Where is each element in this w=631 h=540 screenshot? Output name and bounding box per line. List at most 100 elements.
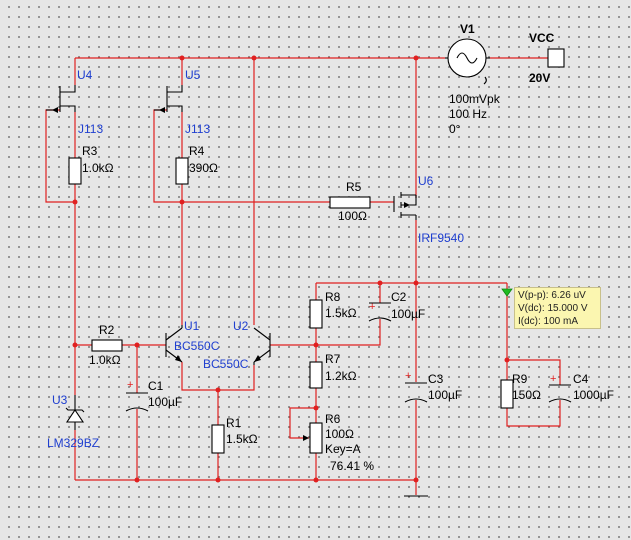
c2-value-label: 100µF [391, 307, 425, 321]
u6-part-label: IRF9540 [418, 231, 464, 245]
junction-dot [215, 477, 221, 483]
c3-value-label: 100µF [428, 388, 462, 402]
junction-dot [313, 477, 319, 483]
r3-ref-label: R3 [82, 144, 98, 158]
wire-r6-wiper [289, 407, 316, 439]
v1-frequency-label: 100 Hz [449, 107, 487, 121]
junction-dot [377, 280, 383, 286]
junction-dot [134, 477, 140, 483]
wires [45, 57, 561, 495]
c1-ref-label: C1 [148, 379, 164, 393]
r8-resistor[interactable]: R8 1.5kΩ [309, 290, 357, 329]
u4-ref-label: U4 [77, 68, 93, 82]
probe-readout: V(p-p): 6.26 uV V(dc): 15.000 V I(dc): 1… [514, 287, 601, 329]
r6-ref-label: R6 [325, 412, 341, 426]
junction-dot [179, 55, 185, 61]
u3-zener-diode[interactable]: U3 LM329BZ [47, 393, 99, 450]
c1-value-label: 100µF [148, 395, 182, 409]
r8-value-label: 1.5kΩ [325, 306, 357, 320]
r2-resistor[interactable]: R2 1.0kΩ [89, 323, 123, 367]
junction-dot [413, 477, 419, 483]
u2-ref-label: U2 [233, 319, 249, 333]
c2-capacitor[interactable]: + C2 100µF [368, 290, 425, 322]
r4-resistor[interactable]: R4 390Ω [175, 144, 218, 185]
c3-capacitor[interactable]: + C3 100µF [404, 370, 462, 403]
junction-dot [251, 55, 257, 61]
r7-resistor[interactable]: R7 1.2kΩ [309, 352, 357, 389]
r1-ref-label: R1 [226, 416, 242, 430]
junction-dot [215, 387, 221, 393]
u2-transistor[interactable]: U2 BC550C [203, 319, 271, 371]
c4-polarity-mark: + [550, 373, 556, 385]
sine-icon [456, 52, 478, 64]
c3-polarity-mark: + [405, 370, 411, 382]
r5-value-label: 100Ω [338, 209, 367, 223]
r1-resistor[interactable]: R1 1.5kΩ [211, 416, 258, 454]
c4-value-label: 1000µF [573, 388, 614, 402]
r7-ref-label: R7 [325, 352, 341, 366]
junction-dot [179, 199, 185, 205]
u6-mosfet[interactable]: U6 IRF9540 [393, 174, 464, 245]
emitter-arrow-icon [254, 355, 261, 362]
v1-amplitude-label: 100mVpk [449, 92, 501, 106]
u3-part-label: LM329BZ [47, 436, 99, 450]
r4-ref-label: R4 [189, 144, 205, 158]
wire-c2-bottom [270, 319, 381, 346]
probe-vdc: V(dc): 15.000 V [518, 303, 588, 314]
junction-dot [134, 342, 140, 348]
r6-setting-label: 76.41 % [330, 459, 374, 473]
c2-polarity-mark: + [369, 301, 375, 313]
junction-dot [72, 342, 78, 348]
r1-value-label: 1.5kΩ [226, 432, 258, 446]
u4-jfet[interactable]: U4 J113 [46, 68, 103, 136]
r6-potentiometer[interactable]: R6 100Ω Key=A 76.41 % [303, 412, 374, 473]
r7-value-label: 1.2kΩ [325, 369, 357, 383]
r8-ref-label: R8 [325, 290, 341, 304]
u6-ref-label: U6 [418, 174, 434, 188]
emitter-arrow-icon [175, 355, 182, 362]
u3-ref-label: U3 [52, 393, 68, 407]
vcc-box[interactable] [547, 48, 565, 68]
r3-resistor[interactable]: R3 1.0kΩ [68, 144, 114, 185]
probe-vpp: V(p-p): 6.26 uV [518, 290, 586, 301]
vcc-ref-label: VCC [529, 31, 555, 45]
u5-ref-label: U5 [185, 68, 201, 82]
r2-ref-label: R2 [99, 323, 115, 337]
u1-transistor[interactable]: U1 BC550C [165, 319, 220, 363]
v1-ref-label: V1 [460, 22, 475, 36]
wire-u4-loop [45, 109, 75, 203]
c1-polarity-mark: + [127, 379, 133, 391]
v1-phase-label: 0° [449, 122, 461, 136]
c2-ref-label: C2 [391, 290, 407, 304]
c4-capacitor[interactable]: + C4 1000µF [548, 372, 614, 403]
r9-resistor[interactable]: R9 150Ω [500, 372, 541, 409]
r5-resistor[interactable]: R5 100Ω [329, 180, 371, 223]
v1-pin-hook [483, 76, 487, 85]
v1-source[interactable]: V1 100mVpk 100 Hz 0° [445, 22, 501, 136]
junction-dots [72, 55, 510, 483]
r6-key-label: Key=A [325, 442, 361, 456]
r4-value-label: 390Ω [189, 161, 218, 175]
u2-part-label: BC550C [203, 357, 249, 371]
junction-dot [413, 280, 419, 286]
r2-value-label: 1.0kΩ [89, 353, 121, 367]
r3-value-label: 1.0kΩ [82, 161, 114, 175]
r9-value-label: 150Ω [512, 388, 541, 402]
wiper-arrow-icon [303, 435, 309, 441]
probe-marker-icon[interactable] [501, 288, 513, 297]
u5-part-label: J113 [185, 122, 210, 136]
vcc-source[interactable]: VCC 20V [529, 31, 565, 85]
junction-dot [313, 342, 319, 348]
c1-capacitor[interactable]: + C1 100µF [125, 379, 182, 412]
u1-ref-label: U1 [184, 319, 200, 333]
wire-load-bottom [506, 400, 561, 427]
r5-ref-label: R5 [346, 180, 362, 194]
junction-dot [313, 405, 319, 411]
wire-load-top [507, 359, 561, 385]
u5-jfet[interactable]: U5 J113 [154, 68, 210, 136]
junction-dot [504, 357, 510, 363]
vcc-value-label: 20V [529, 71, 550, 85]
mosfet-arrow-icon [404, 202, 410, 208]
c3-ref-label: C3 [428, 372, 444, 386]
